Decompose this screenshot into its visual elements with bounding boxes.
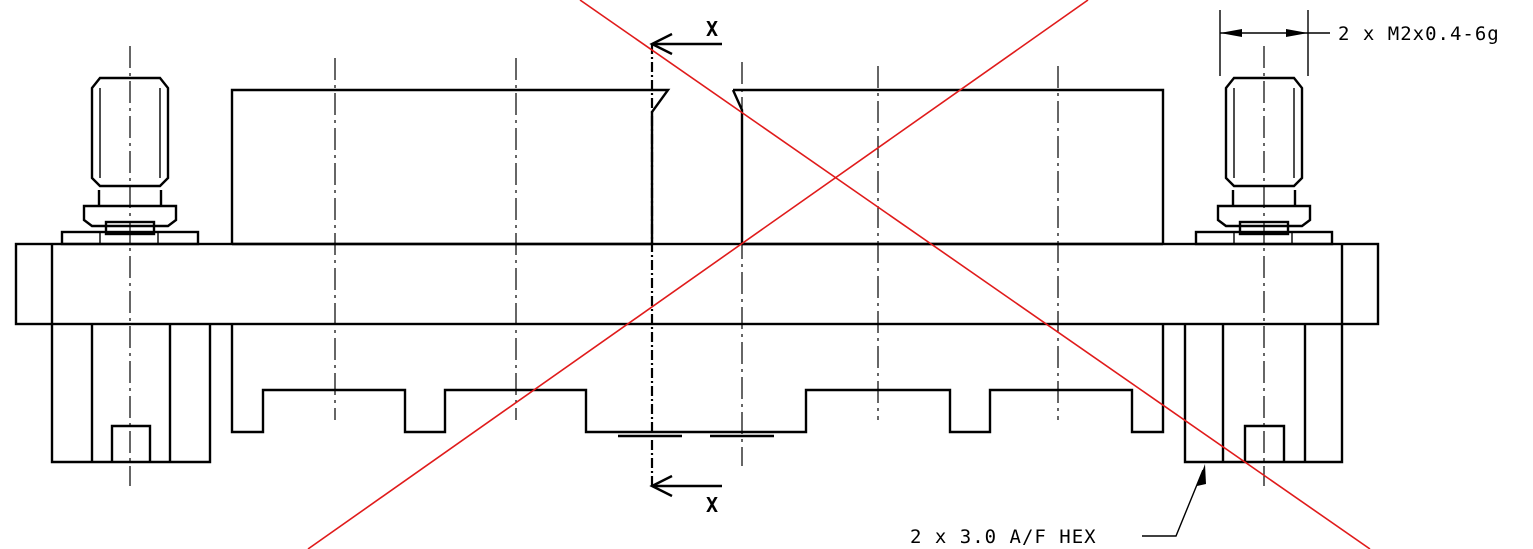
base-plate (14, 242, 1380, 326)
right-foot (1183, 324, 1344, 464)
section-line: X X (649, 17, 722, 517)
top-block (230, 88, 1165, 246)
comb-profile (230, 324, 1165, 438)
left-foot (50, 324, 212, 464)
hex-callout-text: 2 x 3.0 A/F HEX (910, 526, 1097, 548)
section-label-bottom: X (706, 493, 718, 517)
center-lines (129, 46, 1265, 486)
hex-leader: 2 x 3.0 A/F HEX (910, 464, 1206, 548)
section-label-top: X (706, 17, 718, 41)
thread-dimension: 2 x M2x0.4-6g (1219, 10, 1500, 76)
right-screw (1194, 76, 1334, 246)
void-cross-mark (307, 0, 1371, 549)
thread-callout-text: 2 x M2x0.4-6g (1338, 23, 1500, 45)
